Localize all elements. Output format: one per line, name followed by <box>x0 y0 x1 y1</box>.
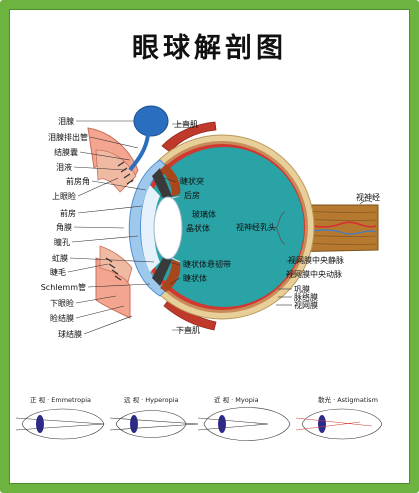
poster-inner-edge <box>9 9 410 484</box>
label-conjunctival-sac: 结膜囊 <box>54 148 78 157</box>
label-posterior-chamber: 后房 <box>184 191 200 200</box>
label-vitreous-body: 玻璃体 <box>192 210 216 219</box>
caption-emmetropia: 正 视 · Emmetropia <box>30 396 92 404</box>
anterior-chamber <box>141 185 160 272</box>
label-ciliary-process: 睫状突 <box>180 177 204 186</box>
label-pupil: 瞳孔 <box>54 238 70 247</box>
optic-nerve-bracket <box>359 200 373 205</box>
lens-shape <box>153 196 183 260</box>
caption-myopia: 近 视 · Myopia <box>214 396 259 404</box>
lacrimal-gland-shape <box>133 105 169 137</box>
label-tear-fluid: 泪液 <box>56 163 72 172</box>
page-title: 眼球解剖图 <box>132 33 287 64</box>
zonule-fibers <box>171 195 181 263</box>
iris-lower <box>152 256 172 286</box>
label-optic-disc: 视神经乳头 <box>236 223 276 232</box>
label-zonule: 睫状体悬韧带 <box>183 260 231 269</box>
label-central-retinal-artery: 视网膜中央动脉 <box>286 270 342 279</box>
refraction-hyperopia <box>109 410 199 438</box>
caption-astigmatism: 散光 · Astigmatism <box>318 396 378 404</box>
label-upper-eyelid: 上眼睑 <box>52 192 76 201</box>
label-retina: 视网膜 <box>294 301 318 310</box>
label-superior-rectus: 上直肌 <box>174 120 198 129</box>
superior-rectus-muscle <box>161 121 217 153</box>
refraction-emmetropia <box>15 408 105 440</box>
label-cornea: 角膜 <box>56 223 72 232</box>
lacrimal-duct-shape <box>128 134 150 172</box>
label-ciliary-body: 睫状体 <box>183 274 207 283</box>
label-palpebral-conjunctiva: 睑结膜 <box>50 314 74 323</box>
upper-eyelid-fold <box>95 149 137 193</box>
iris-upper <box>152 168 172 200</box>
label-bulbar-conjunctiva: 球结膜 <box>58 330 82 339</box>
refraction-astigmatism <box>295 408 383 440</box>
label-iris: 虹膜 <box>52 254 68 263</box>
refraction-myopia <box>197 407 291 441</box>
label-choroid: 脉络膜 <box>294 293 318 302</box>
label-anterior-chamber: 前房 <box>60 209 76 218</box>
label-central-retinal-vein: 视网膜中央静脉 <box>288 256 344 265</box>
left-leader-lines <box>67 120 155 335</box>
label-schlemm-canal: Schlemm管 <box>40 283 86 292</box>
vitreous-body <box>144 147 304 307</box>
caption-hyperopia: 远 视 · Hyperopia <box>124 396 179 404</box>
optic-disc-bracket <box>275 211 286 245</box>
label-lens: 晶状体 <box>186 224 210 233</box>
label-sclera: 巩膜 <box>294 285 310 294</box>
label-eyelash: 睫毛 <box>50 268 66 277</box>
label-lacrimal-duct: 泪腺排出管 <box>48 133 88 142</box>
optic-nerve-fibers <box>285 211 377 245</box>
label-lower-eyelid: 下眼睑 <box>50 299 74 308</box>
ciliary-body-lower <box>160 260 181 292</box>
label-anterior-chamber-angle: 前房角 <box>66 177 90 186</box>
right-leader-lines <box>160 123 304 331</box>
label-lacrimal-gland: 泪腺 <box>58 117 74 126</box>
label-inferior-rectus: 下直肌 <box>176 326 200 335</box>
label-optic-nerve: 视神经 <box>356 193 380 202</box>
lower-eyelid-fold <box>99 245 133 283</box>
